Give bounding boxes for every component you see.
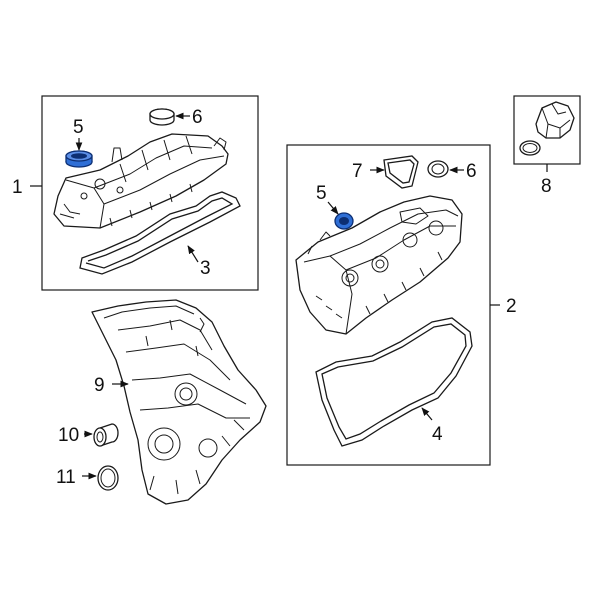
oil-filler-cap[interactable]	[535, 101, 575, 139]
callout-4: 4	[432, 424, 443, 445]
callout-7: 7	[352, 161, 363, 182]
leader-3	[187, 245, 199, 263]
timing-cover[interactable]	[91, 299, 267, 505]
oil-filler-cap-seal[interactable]	[383, 155, 419, 189]
left-seal-hole	[71, 153, 87, 159]
right-cover-gasket[interactable]	[315, 317, 473, 447]
seal-item-10[interactable]	[93, 423, 119, 447]
callout-10: 10	[58, 425, 79, 446]
seal-item-11[interactable]	[97, 465, 119, 491]
leader-4	[421, 407, 433, 421]
callout-5-left: 5	[73, 117, 84, 138]
left-valve-cover[interactable]	[53, 133, 229, 229]
left-plug[interactable]	[149, 108, 175, 126]
callout-3: 3	[200, 258, 211, 279]
callout-1: 1	[12, 177, 23, 198]
left-cover-gasket[interactable]	[79, 191, 241, 275]
filler-cap-o-ring[interactable]	[519, 140, 541, 156]
callout-9: 9	[94, 375, 105, 396]
callout-6-right: 6	[466, 161, 477, 182]
right-plug[interactable]	[427, 160, 449, 178]
leader-5-right	[327, 201, 339, 215]
callout-5-right: 5	[316, 183, 327, 204]
right-seal-inner	[339, 217, 349, 225]
left-oil-filler-seal[interactable]	[65, 150, 93, 168]
callout-2: 2	[506, 296, 517, 317]
right-valve-cover[interactable]	[295, 195, 463, 335]
group-box-left-cover	[41, 95, 259, 291]
right-oil-filler-seal[interactable]	[334, 212, 354, 230]
callout-6-left: 6	[192, 107, 203, 128]
callout-11: 11	[56, 467, 76, 488]
callout-8: 8	[541, 176, 552, 197]
